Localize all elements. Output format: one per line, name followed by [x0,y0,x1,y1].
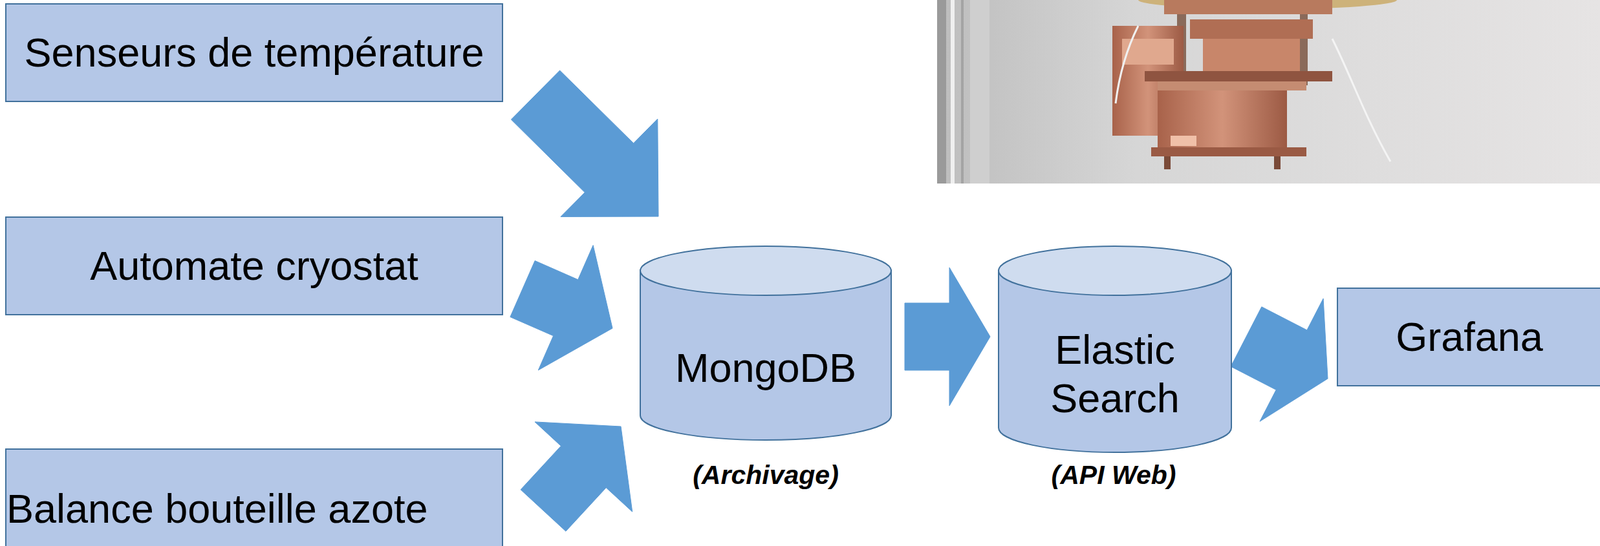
source-box: Senseurs de température [5,3,504,103]
node-text: MongoDB [675,344,857,392]
block-arrow [510,70,659,217]
block-arrow [520,422,633,532]
cylinder-outline [639,245,892,442]
node-text: Senseurs de température [24,28,485,77]
role-note: (Archivage) [571,460,960,491]
block-arrow [510,245,613,371]
role-note: (API Web) [919,460,1308,491]
node-text: Automate cryostat [89,241,419,290]
node-text: Balance bouteille azote [6,485,428,533]
block-arrow [904,267,991,407]
source-box: Automate cryostat [5,216,504,316]
node-text: Grafana [1395,313,1544,361]
node-text: Elastic Search [1009,325,1221,423]
dashboard-box: Grafana [1336,287,1600,387]
database-cylinder: MongoDB [639,245,892,442]
source-box: Balance bouteille azote [5,448,504,546]
database-cylinder: Elastic Search [997,245,1233,454]
block-arrow [1230,298,1328,422]
